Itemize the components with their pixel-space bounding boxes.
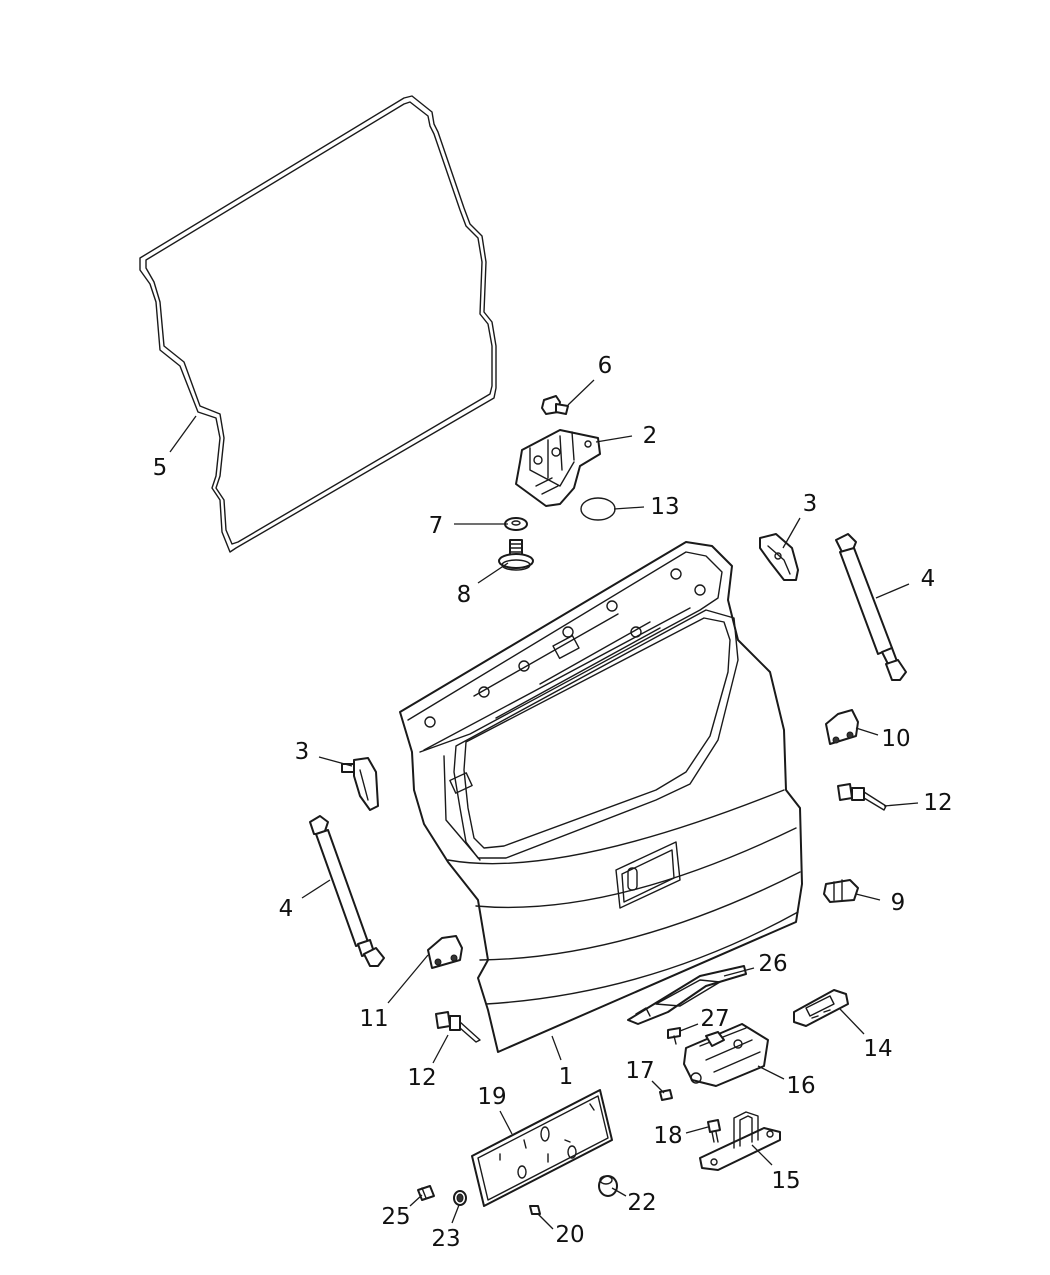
gas-strut-part-4-right [835,533,907,681]
screw-part-20 [529,1205,541,1215]
leader-line-c13 [613,506,645,510]
callout-number-c10: 10 [881,726,910,752]
callout-number-c14: 14 [863,1036,892,1062]
leader-line-c16 [757,1065,785,1080]
latch-bracket-part-26 [627,965,747,1025]
hinge-bolt-part-6 [541,395,569,415]
callout-number-c26: 26 [758,951,787,977]
callout-number-c27: 27 [700,1006,729,1032]
callout-number-c3a: 3 [803,491,818,517]
callout-number-c8: 8 [457,582,472,608]
leader-line-c19 [499,1110,513,1135]
cap-part-22 [598,1175,618,1197]
callout-number-c11: 11 [359,1006,388,1032]
callout-number-c3b: 3 [295,739,310,765]
leader-line-c17 [651,1080,665,1094]
leader-line-c18 [685,1126,709,1134]
leader-line-c23 [451,1204,460,1224]
bumper-pad-part-10 [825,709,859,745]
callout-number-c18: 18 [653,1123,682,1149]
leader-line-c9 [855,893,881,901]
callout-number-c5: 5 [153,455,168,481]
callout-number-c6: 6 [598,353,613,379]
stud-part-8 [498,539,534,571]
latch-actuator-part-16 [683,1023,769,1087]
clip-part-23 [453,1190,467,1206]
leader-line-c26 [723,967,755,977]
latch-housing-part-14 [793,989,849,1027]
leader-line-c10 [855,727,879,736]
weatherstrip-seal-part-5 [139,95,497,553]
callout-number-c16: 16 [786,1073,815,1099]
callout-number-c7: 7 [429,513,444,539]
leader-line-c11 [387,954,429,1004]
gas-strut-part-4-left [309,815,385,967]
leader-line-c15 [751,1144,773,1166]
liftgate-panel-part-1 [399,541,803,1053]
leader-line-c4b [301,879,331,899]
leader-line-c3a [782,517,801,549]
callout-number-c2: 2 [643,423,658,449]
leader-line-c20 [537,1213,554,1230]
callout-number-c17: 17 [625,1058,654,1084]
leader-line-c22 [611,1187,627,1197]
callout-number-c25: 25 [381,1204,410,1230]
callout-number-c4a: 4 [921,566,936,592]
washer-part-7 [504,517,528,531]
bumper-part-3-left [341,757,379,811]
screw-part-27 [667,1027,681,1045]
callout-number-c12a: 12 [923,790,952,816]
leader-line-c5 [169,415,197,453]
nut-part-25 [417,1185,435,1201]
leader-line-c3b [318,756,353,767]
leader-line-c25 [409,1194,423,1207]
leader-line-c8 [477,562,509,584]
bumper-part-3-right [759,533,799,581]
leader-line-c12a [883,802,919,807]
bolt-part-18 [707,1119,721,1143]
leader-line-c14 [839,1008,865,1035]
leader-line-c12b [432,1034,449,1064]
switch-part-9 [823,879,859,903]
callout-number-c20: 20 [555,1222,584,1248]
callout-number-c15: 15 [771,1168,800,1194]
leader-line-c2 [595,435,633,443]
license-plate-bracket-part-19 [471,1089,613,1207]
liftgate-hinge-part-2 [515,429,601,507]
striker-part-15 [699,1111,781,1171]
bumper-pad-part-11 [427,935,463,969]
callout-number-c4b: 4 [279,896,294,922]
callout-number-c9: 9 [891,890,906,916]
callout-number-c13: 13 [650,494,679,520]
leader-line-c27 [679,1023,699,1032]
leader-line-c4a [875,583,910,599]
callout-number-c22: 22 [627,1190,656,1216]
callout-number-c1: 1 [559,1064,574,1090]
callout-number-c19: 19 [477,1084,506,1110]
leader-line-c1 [551,1035,562,1061]
leader-line-c6 [567,379,595,406]
plug-part-13 [580,497,616,521]
pin-part-12-right [837,783,887,811]
pin-part-12-left [435,1011,481,1043]
callout-number-c23: 23 [431,1226,460,1252]
callout-number-c12b: 12 [407,1065,436,1091]
